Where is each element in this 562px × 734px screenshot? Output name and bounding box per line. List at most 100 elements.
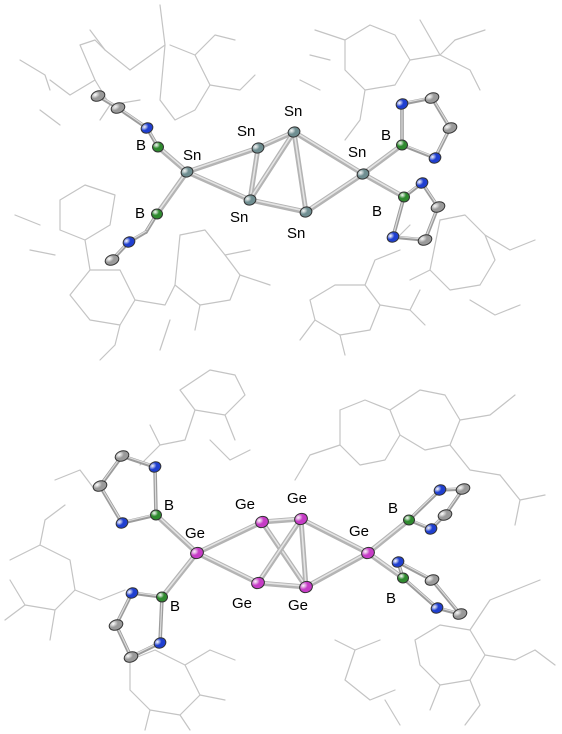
carbon-atom [417,234,433,246]
nitrogen-atom [153,637,167,649]
ligand-wireframe-segment [194,249,271,331]
label-ge-right: Ge [349,523,369,540]
label-sn-core-upper-right: Sn [284,103,302,120]
carbon-atom [114,450,130,462]
label-ge-left: Ge [185,525,205,542]
ligand-wireframe-segment [429,679,481,726]
ligand-wireframe-segment [4,604,56,641]
ligand-wireframe-segment [54,469,96,491]
ligand-wireframe-segment [179,369,246,416]
germanium-atom [294,512,308,526]
ligand-wireframe-segment [389,389,461,451]
bond-highlight [154,465,157,515]
ligand-wireframe-segment [299,289,421,356]
nitrogen-atom [428,152,442,164]
nitrogen-atom [125,587,139,599]
atoms [90,90,471,663]
nitrogen-atom [140,122,154,134]
ligand-wireframe-segment [439,214,536,286]
bond-highlight [249,198,307,212]
bond-highlight [300,517,369,554]
bond-highlight [261,520,307,588]
nitrogen-atom [433,484,447,496]
ligand-wireframe-segment [99,319,171,361]
bond [396,560,434,582]
tin-atom [243,194,257,206]
bonds [96,94,465,659]
label-b-bottom-upper-left: B [164,497,174,514]
bond-highlight [362,143,403,174]
germanium-atom [190,546,204,560]
tin-atom [299,206,313,218]
ligand-wireframe-segment [469,589,536,661]
boron-atom [398,191,410,203]
carbon-atom [92,480,108,492]
germanium-atom [255,515,269,529]
ligand-wireframe-segment [314,24,411,91]
carbon-atom [104,254,120,266]
bond-highlight [196,551,259,584]
carbon-atom [452,608,468,620]
ligand-wireframes [4,4,556,731]
bond-highlight [159,595,163,643]
label-b-top-lower-left: B [135,205,145,222]
bond-highlight [156,170,188,214]
ligand-wireframe-segment [299,54,331,91]
bond-highlight [99,484,123,523]
carbon-atom [424,574,440,586]
ligand-wireframe-segment [419,19,486,91]
ligand-wireframe-segment [129,649,201,716]
ligand-wireframe-segment [364,249,426,326]
nitrogen-atom [148,461,162,473]
tin-atom [287,126,301,138]
ligand-wireframe-segment [409,219,481,291]
boron-atom [152,141,164,153]
bond-highlight [367,551,404,579]
tin-atom [180,166,194,178]
bond-highlight [186,146,259,172]
ligand-wireframe-segment [49,29,111,121]
label-sn-left: Sn [183,147,201,164]
boron-atom [150,509,162,521]
boron-atom [396,139,408,151]
carbon-atom [455,483,471,495]
atom-labels: Sn Sn Sn Sn Sn Sn B B B B Ge Ge Ge Ge Ge… [135,103,398,615]
bond-highlight [392,195,405,237]
label-ge-core-lower-left: Ge [232,595,252,612]
carbon-atom [123,651,139,663]
ligand-wireframe-segment [294,444,341,481]
bond-highlight [397,560,433,580]
carbon-atom [442,122,458,134]
bond-highlight [155,513,198,554]
bond-highlight [186,170,251,200]
tin-atom [251,142,265,154]
bond-highlight [362,172,405,197]
nitrogen-atom [430,602,444,614]
ligand-wireframe-segment [174,229,241,306]
ligand-wireframe-segment [344,39,456,141]
nitrogen-atom [386,231,400,243]
label-b-top-lower-right: B [372,203,382,220]
ligand-wireframe-segment [39,504,126,601]
carbon-atom [108,619,124,631]
ligand-wireframe-segment [144,709,191,731]
bond-highlight [431,578,461,614]
label-ge-core-upper-left: Ge [235,496,255,513]
germanium-atom [251,576,265,590]
bond-highlight [300,517,307,588]
carbon-atom [430,201,446,213]
ligand-wireframe-segment [139,439,251,466]
bond-highlight [249,146,259,200]
ligand-wireframe-segment [499,474,546,526]
bond-highlight [293,130,307,212]
bond-highlight [367,518,410,554]
ligand-wireframe-segment [59,184,116,241]
bond-highlight [157,145,188,172]
label-sn-core-upper-left: Sn [237,123,255,140]
nitrogen-atom [395,98,409,110]
carbon-atom [90,90,106,102]
ligand-wireframe-segment [149,409,236,446]
boron-atom [156,591,168,603]
